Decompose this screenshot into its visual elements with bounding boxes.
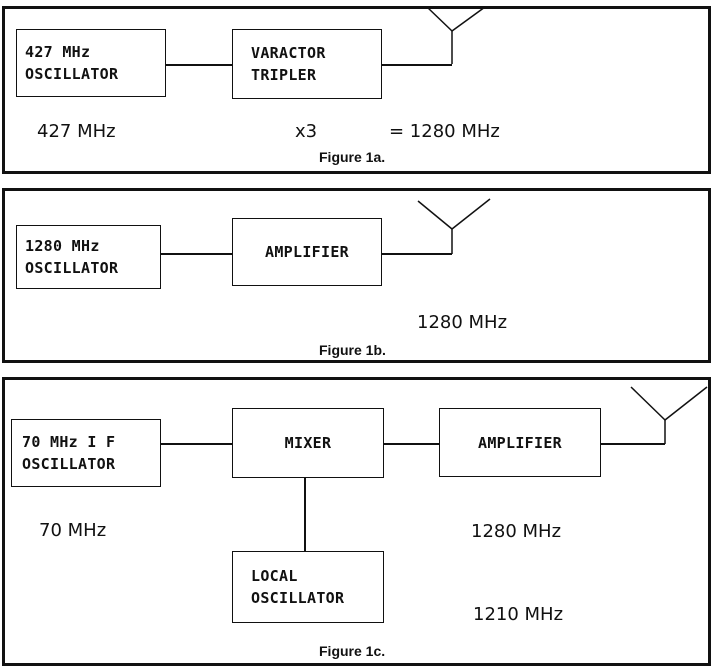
local-oscillator-line1: LOCAL: [251, 567, 298, 585]
antenna-icon: [630, 386, 708, 444]
tripler-line2: TRIPLER: [251, 66, 317, 84]
oscillator-427-line1: 427 MHz: [25, 43, 91, 61]
freq-out-label-c: 1280 MHz: [471, 521, 562, 542]
figure-1c-caption: Figure 1c.: [319, 643, 386, 659]
mixer-label: MIXER: [284, 434, 332, 452]
freq-out-label-b: 1280 MHz: [417, 312, 508, 333]
connector-if-to-mixer: [161, 443, 232, 445]
varactor-tripler-block: VARACTOR TRIPLER: [232, 29, 382, 99]
figure-1a-panel: 427 MHz OSCILLATOR VARACTOR TRIPLER 427 …: [2, 6, 711, 174]
connector-tripler-to-antenna: [382, 64, 452, 66]
freq-if-label: 70 MHz: [39, 520, 107, 541]
amplifier-b-label: AMPLIFIER: [265, 243, 349, 261]
connector-amp-to-antenna-b: [382, 253, 452, 255]
connector-osc-to-amplifier: [161, 253, 232, 255]
mixer-block: MIXER: [232, 408, 384, 478]
connector-osc-to-tripler: [166, 64, 232, 66]
antenna-icon: [417, 198, 491, 254]
connector-mixer-to-amplifier: [384, 443, 439, 445]
if-oscillator-block: 70 MHz I F OSCILLATOR: [11, 419, 161, 487]
connector-amp-to-antenna-c: [601, 443, 665, 445]
oscillator-427-line2: OSCILLATOR: [25, 65, 119, 83]
figure-1b-panel: 1280 MHz OSCILLATOR AMPLIFIER 1280 MHz F…: [2, 188, 711, 363]
amplifier-block-b: AMPLIFIER: [232, 218, 382, 286]
local-oscillator-line2: OSCILLATOR: [251, 589, 345, 607]
figure-1a-caption: Figure 1a.: [319, 149, 386, 165]
if-oscillator-line2: OSCILLATOR: [22, 455, 116, 473]
oscillator-1280-line1: 1280 MHz: [25, 237, 100, 255]
freq-in-label: 427 MHz: [37, 121, 116, 142]
freq-out-label: = 1280 MHz: [389, 121, 500, 142]
oscillator-1280-line2: OSCILLATOR: [25, 259, 119, 277]
local-oscillator-block: LOCAL OSCILLATOR: [232, 551, 384, 623]
amplifier-c-label: AMPLIFIER: [478, 433, 562, 452]
amplifier-block-c: AMPLIFIER: [439, 408, 601, 477]
antenna-icon: [426, 6, 486, 64]
figure-1b-caption: Figure 1b.: [319, 342, 386, 358]
oscillator-427-block: 427 MHz OSCILLATOR: [16, 29, 166, 97]
oscillator-1280-block: 1280 MHz OSCILLATOR: [16, 225, 161, 289]
connector-mixer-to-local-oscillator: [304, 478, 306, 551]
multiplier-label: x3: [295, 121, 318, 142]
figure-1c-panel: 70 MHz I F OSCILLATOR MIXER AMPLIFIER LO…: [2, 377, 711, 666]
freq-lo-label: 1210 MHz: [473, 604, 564, 625]
if-oscillator-line1: 70 MHz I F: [22, 433, 116, 451]
tripler-line1: VARACTOR: [251, 44, 326, 62]
